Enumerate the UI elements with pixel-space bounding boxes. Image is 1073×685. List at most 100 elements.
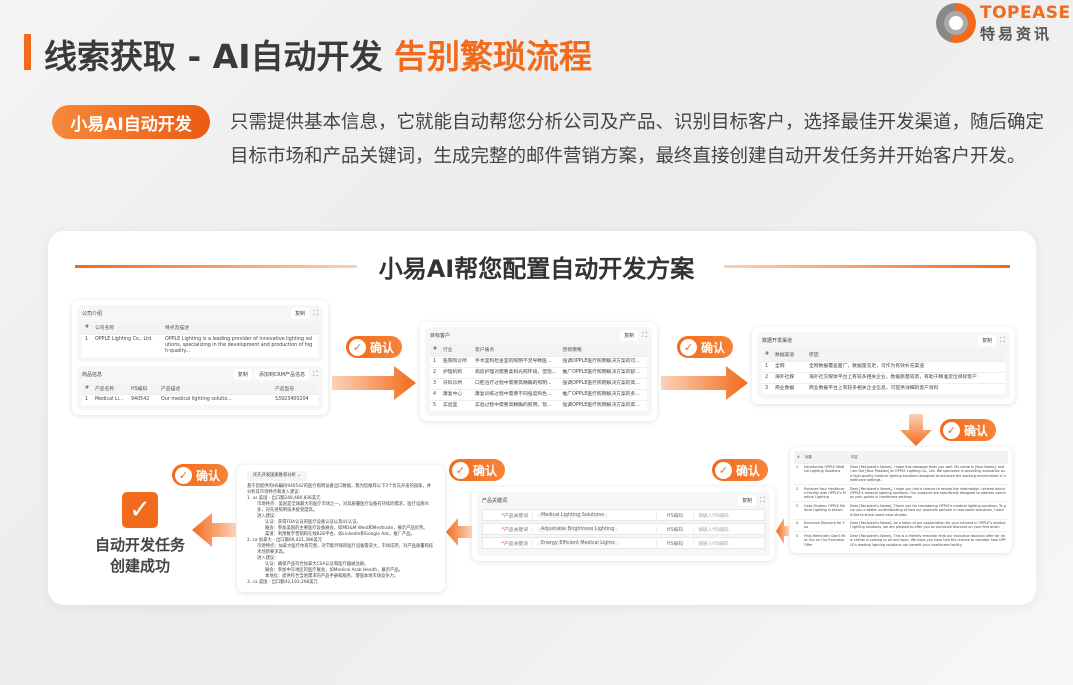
table-header-row: #行业客户痛点营销策略 (430, 344, 647, 356)
table-cell: Case Studies: OPPLE Medical Lighting in … (802, 501, 848, 520)
hs-code-input[interactable]: 请输入HS编码 (698, 527, 729, 533)
table-cell: 4 (794, 518, 802, 532)
confirm-button[interactable]: ✓确认 (172, 464, 229, 486)
expand-icon[interactable]: ⛶ (1000, 336, 1005, 344)
required-mark: * (501, 541, 504, 547)
analysis-line: 3. ca 美国 - 出口额42,193,298美元 (247, 580, 318, 585)
confirm-label: 确认 (473, 463, 498, 478)
analysis-line: 基于您提供的HS编码940542的医疗照明设备出口数据，我为您推荐以下3个优先开… (247, 484, 432, 495)
expand-icon[interactable]: ⛶ (313, 309, 318, 317)
analysis-line: 市场特点：加拿大医疗体系完善，对节能环保的医疗设备需求大，市场成熟，对产品质量和… (257, 544, 434, 555)
selector-label: 优先开发国家推荐分析 (253, 473, 296, 478)
confirm-label: 确认 (196, 468, 221, 483)
column-header: 标题 (802, 451, 848, 463)
table-cell: 海外社媒 (772, 371, 806, 383)
section-title: 产品关键词 (482, 498, 508, 504)
product-keyword-panel: 产品关键词 复制⛶ *产品关键词 Medical Lighting Solution… (472, 487, 775, 561)
table-cell: 2 (794, 484, 802, 502)
table-cell: 医院和诊所 (440, 355, 472, 367)
table-cell: Dear [Recipient's Name], I hope you had … (848, 484, 1008, 502)
arrow-left-icon (192, 513, 236, 547)
table-cell: 强调OPPLE医疗照明解决方案的高... (559, 399, 647, 411)
table-cell: 3 (430, 377, 440, 389)
keyword-label: *产品关键词 (483, 511, 533, 519)
section-title: 公司介绍 (82, 311, 103, 317)
keyword-value[interactable]: Energy Efficient Medical Lights (537, 540, 619, 546)
analysis-selector[interactable]: 优先开发国家推荐分析 ⌄ (247, 471, 307, 481)
table-header-row: #公司名称特点及描述 (82, 322, 318, 334)
column-header: # (82, 322, 92, 334)
column-header: # (430, 344, 440, 356)
table-cell: 1 (82, 394, 92, 405)
task-created-message: 自动开发任务创建成功 (90, 535, 190, 577)
analysis-line: 1. us 美国 - 出口额248,480,836美元 (247, 496, 321, 501)
table-cell: 实验过程中需要高精确的照明，现... (472, 399, 560, 411)
arrow-left-icon (446, 518, 472, 546)
analysis-text: 基于您提供的HS编码940542的医疗照明设备出口数据，我为您推荐以下3个优先开… (247, 484, 435, 586)
add-to-crm-button[interactable]: 添加到CRM产品信息 (254, 368, 310, 380)
market-analysis-panel: 优先开发国家推荐分析 ⌄ 基于您提供的HS编码940542的医疗照明设备出口数据… (237, 465, 445, 592)
check-icon: ✓ (943, 421, 960, 439)
confirm-label: 确认 (370, 340, 395, 355)
keyword-value[interactable]: Adjustable Brightness Lighting (537, 526, 619, 532)
table-cell: 1 (430, 355, 440, 367)
confirm-button[interactable]: ✓确认 (712, 459, 769, 481)
analysis-line: 展会：参加美国的主要医疗设备展会，如MD&M West和Medtrade，展示产… (265, 526, 428, 531)
column-header: 原因 (806, 349, 1005, 361)
heading-divider-right (724, 265, 1010, 268)
table-cell: 病房护理对需要柔和光照环境，但现... (472, 366, 560, 378)
expand-icon[interactable]: ⛶ (313, 369, 318, 378)
table-cell: 康复训练过程中需要不同强度和色... (472, 388, 560, 400)
logo-text-cn: 特易资讯 (980, 24, 1053, 43)
confirm-button[interactable]: ✓确认 (346, 336, 403, 358)
table-cell: Medical Li... (92, 394, 128, 405)
card-title: 小易AI帮您配置自动开发方案 (378, 255, 695, 283)
table-cell: 牙科诊所 (440, 377, 472, 389)
confirm-button[interactable]: ✓确认 (677, 336, 734, 358)
hs-code-label: HS编码 (656, 511, 694, 519)
column-header: 内容 (848, 451, 1008, 463)
analysis-line: 认证：获得FDA认证的医疗设备认证以及UL认证。 (265, 520, 361, 525)
table-cell: 4 (430, 388, 440, 400)
confirm-button[interactable]: ✓确认 (449, 459, 506, 481)
confirm-button[interactable]: ✓确认 (940, 419, 997, 441)
table-cell: 口腔治疗过程中需要高精确的照明... (472, 377, 560, 389)
section-title: 目标客户 (430, 333, 451, 339)
table-cell: 手术室和检查室的照明不足导致医... (472, 355, 560, 367)
column-header: 行业 (440, 344, 472, 356)
copy-button[interactable]: 复制 (291, 308, 310, 319)
table-cell: 康复中心 (440, 388, 472, 400)
table-header-row: #数据渠道原因 (762, 349, 1005, 361)
copy-button[interactable]: 复制 (978, 335, 997, 346)
column-header: 公司名称 (92, 322, 162, 334)
column-header: 营销策略 (559, 344, 647, 356)
analysis-line: 展会：参加中东地区的医疗展会，如Medical Arab Health，展示产品… (265, 568, 403, 573)
table-cell: 实验室 (440, 399, 472, 411)
feature-description: 只需提供基本信息，它就能自动帮您分析公司及产品、识别目标客户，选择最佳开发渠道，… (230, 112, 1045, 167)
table-cell: Exclusive Discount for You (802, 518, 848, 532)
copy-button[interactable]: 复制 (738, 495, 757, 506)
table-cell: 1 (794, 462, 802, 485)
table-cell: 商业数据 (772, 382, 806, 394)
copy-button[interactable]: 复制 (233, 368, 252, 380)
table-cell: Introducing OPPLE Medical Lighting Solut… (802, 462, 848, 485)
expand-icon[interactable]: ⛶ (642, 331, 647, 339)
keyword-value[interactable]: Medical Lighting Solutions (537, 512, 608, 518)
column-header: 产品型号 (272, 382, 318, 395)
hs-code-input[interactable]: 请输入HS编码 (698, 541, 729, 547)
column-header: # (794, 451, 802, 463)
expand-icon[interactable]: ⛶ (760, 496, 765, 504)
analysis-line: 市场特点：美国是全球最大的医疗市场之一，对高质量医疗设备有持续的需求，医疗设施众… (257, 502, 429, 513)
hs-code-input[interactable]: 请输入HS编码 (698, 513, 729, 519)
copy-button[interactable]: 复制 (620, 330, 639, 341)
